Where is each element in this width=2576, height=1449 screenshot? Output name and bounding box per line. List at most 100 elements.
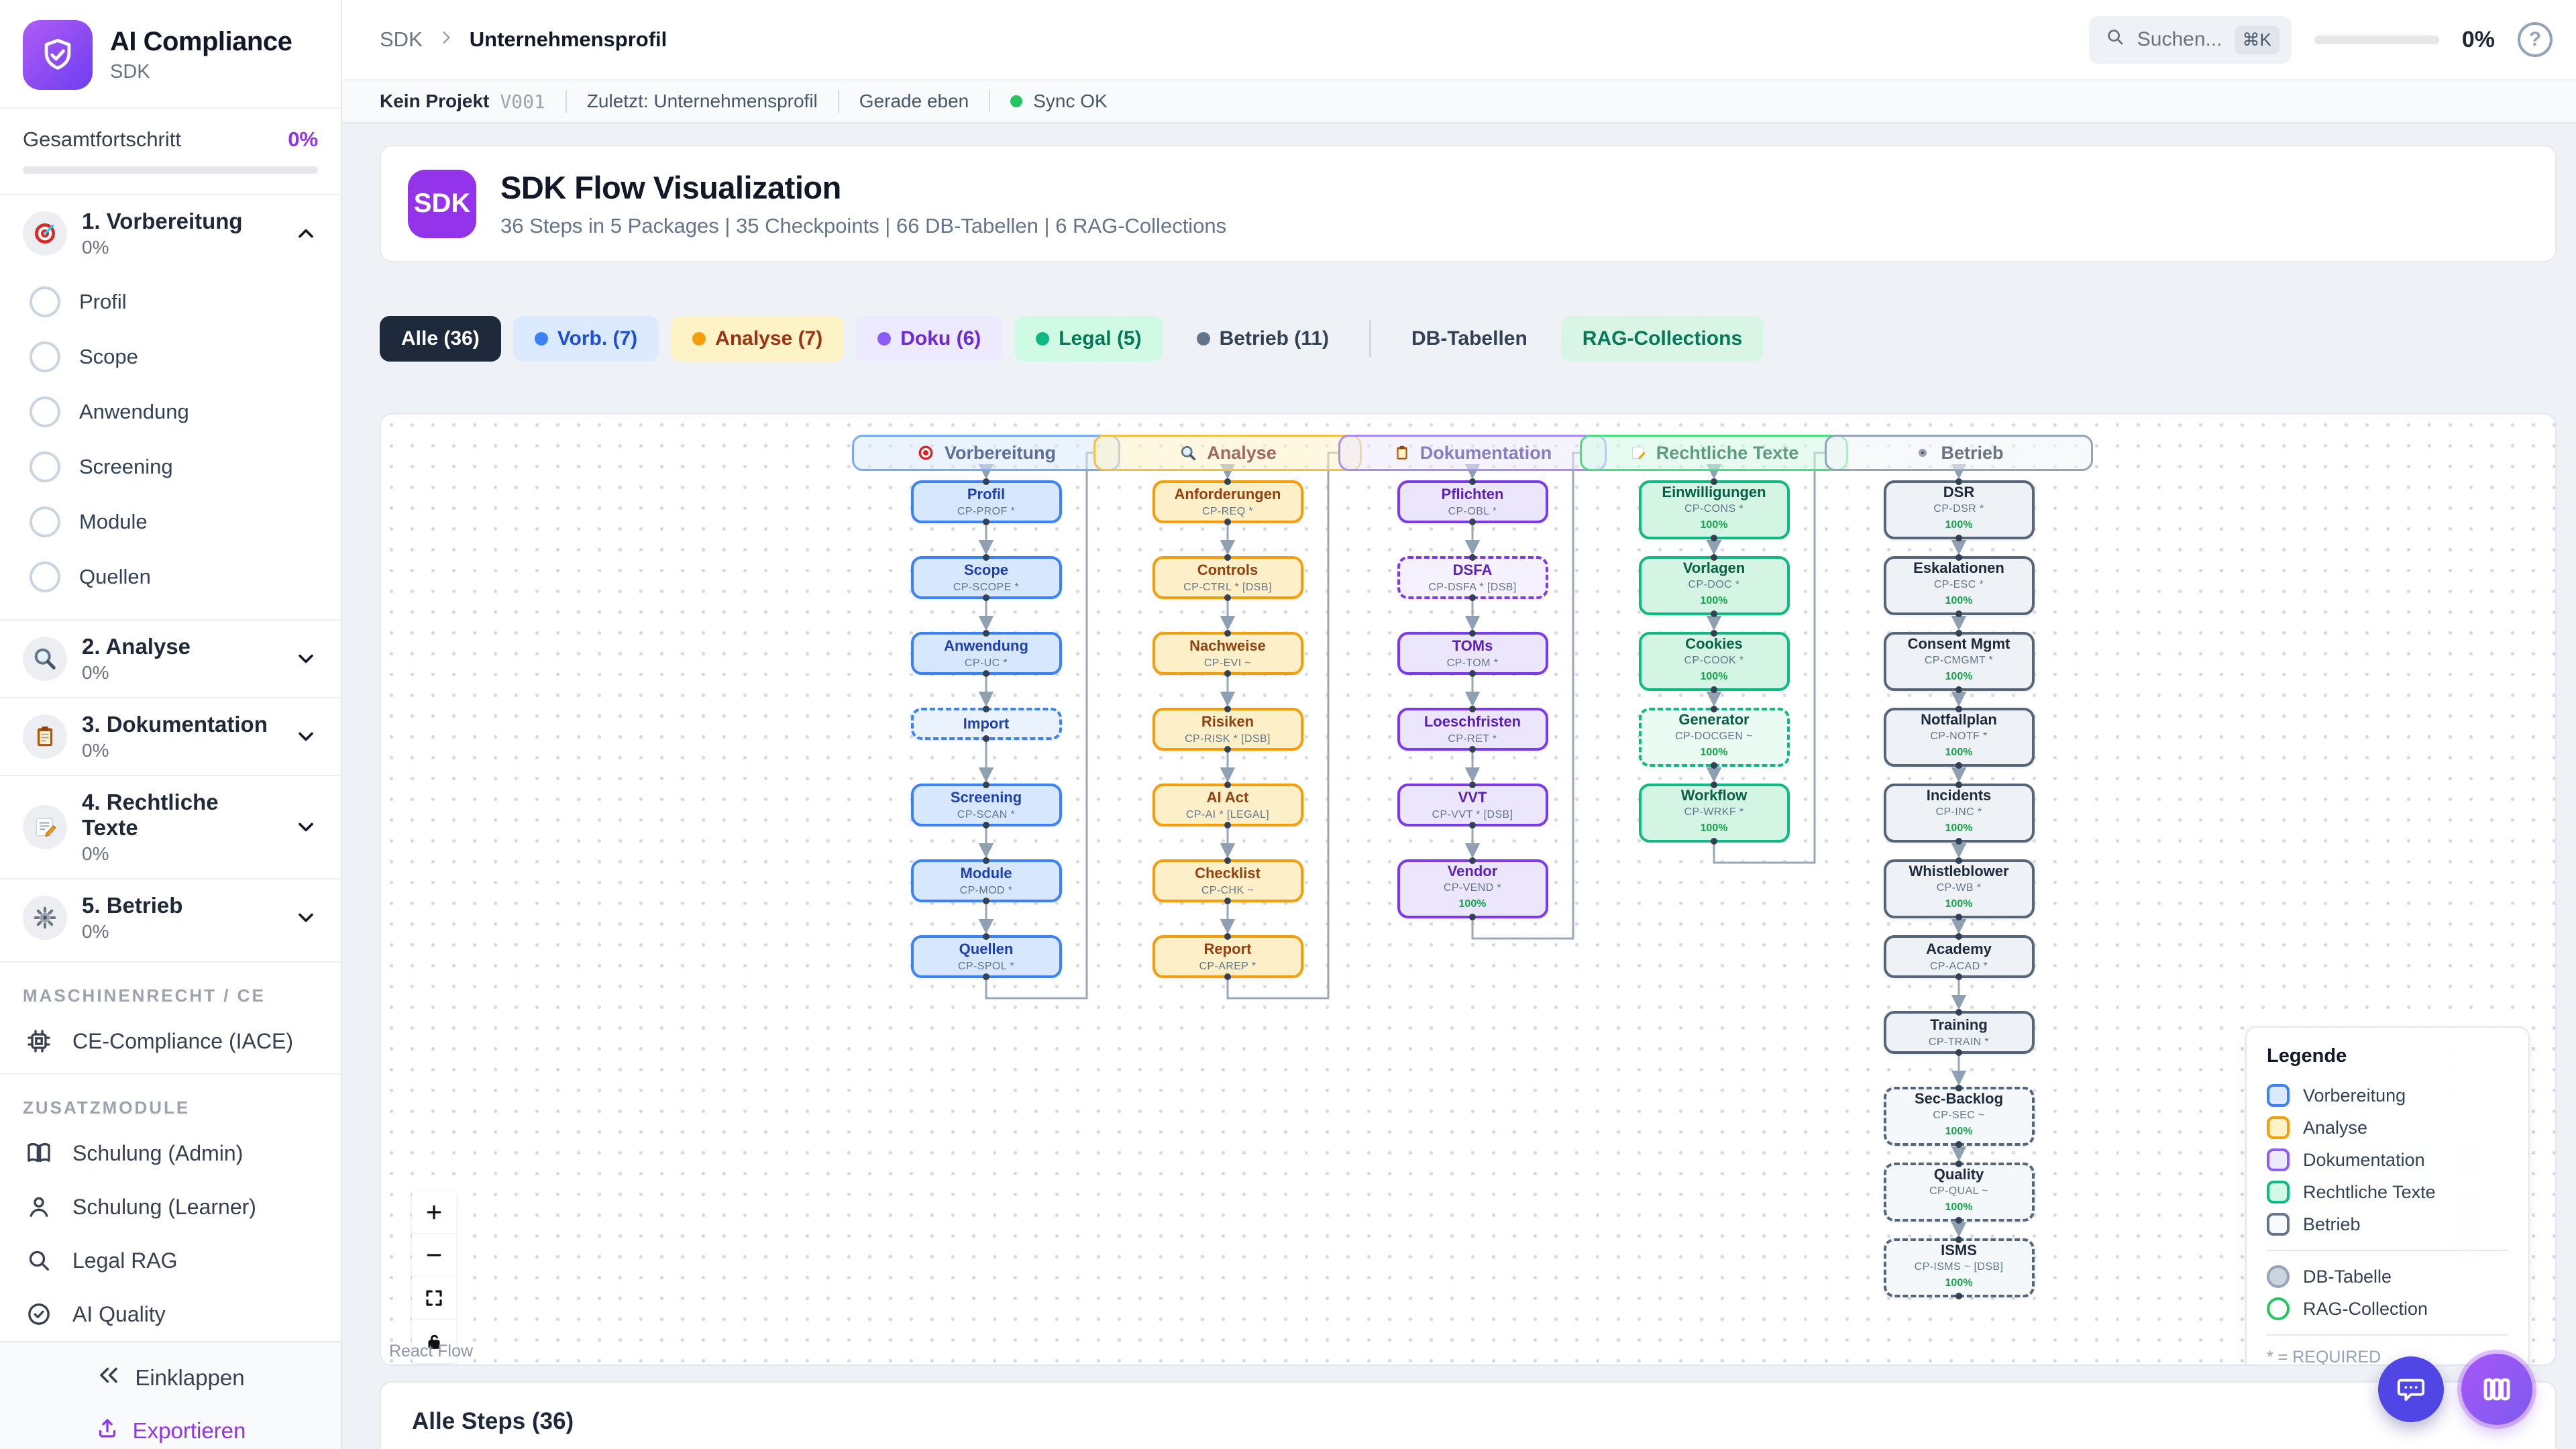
board-columns-button[interactable] [2461,1354,2532,1425]
node-handle-top[interactable] [983,933,989,940]
sidebar-item-schulung-admin[interactable]: Schulung (Admin) [0,1126,341,1180]
node-handle-top[interactable] [1469,706,1476,712]
node-handle-top[interactable] [1224,706,1231,712]
node-handle-bottom[interactable] [1224,519,1231,525]
node-handle-bottom[interactable] [1955,1049,1962,1056]
node-handle-top[interactable] [1955,782,1962,788]
sidebar-item-quellen[interactable]: Quellen [0,549,341,604]
node-handle-bottom[interactable] [983,519,989,525]
node-handle-top[interactable] [1224,857,1231,864]
node-handle-top[interactable] [1224,630,1231,637]
node-handle-top[interactable] [1955,1161,1962,1167]
filter-db-tabellen[interactable]: DB-Tabellen [1390,316,1549,362]
node-handle-top[interactable] [1711,478,1717,485]
node-handle-bottom[interactable] [1955,686,1962,693]
search-input[interactable]: Suchen... ⌘K [2088,15,2292,64]
node-handle-bottom[interactable] [1224,973,1231,980]
node-handle-bottom[interactable] [983,594,989,601]
node-handle-bottom[interactable] [1469,746,1476,753]
node-handle-bottom[interactable] [1955,973,1962,980]
node-handle-bottom[interactable] [1955,838,1962,845]
node-handle-bottom[interactable] [1224,822,1231,828]
sidebar-item-legal-rag[interactable]: Legal RAG [0,1234,341,1287]
node-handle-top[interactable] [1955,630,1962,637]
node-handle-top[interactable] [1955,1236,1962,1243]
node-handle-top[interactable] [1224,478,1231,485]
chat-button[interactable] [2378,1356,2444,1422]
breadcrumb-root[interactable]: SDK [380,28,423,51]
node-handle-top[interactable] [1955,1085,1962,1091]
node-handle-bottom[interactable] [1469,822,1476,828]
fit-view-button[interactable] [412,1277,456,1320]
node-handle-bottom[interactable] [983,898,989,904]
sidebar-item-profil[interactable]: Profil [0,274,341,329]
node-handle-bottom[interactable] [1469,914,1476,920]
export-button[interactable]: Exportieren [95,1416,246,1446]
node-handle-bottom[interactable] [1711,838,1717,845]
filter-rag-collections[interactable]: RAG-Collections [1560,316,1764,362]
collapse-sidebar-button[interactable]: Einklappen [96,1362,245,1393]
node-handle-top[interactable] [983,478,989,485]
sidebar-section-vorbereitung[interactable]: 1. Vorbereitung 0% [0,195,341,272]
filter-analyse[interactable]: Analyse (7) [671,316,845,362]
node-handle-bottom[interactable] [983,822,989,828]
zoom-out-button[interactable] [412,1234,456,1277]
package-header-vorbereitung[interactable]: Vorbereitung [852,435,1120,471]
sidebar-item-screening[interactable]: Screening [0,439,341,494]
react-flow-attribution[interactable]: React Flow [389,1342,474,1360]
node-handle-bottom[interactable] [1955,914,1962,920]
filter-betrieb[interactable]: Betrieb (11) [1175,316,1350,362]
node-handle-bottom[interactable] [983,670,989,677]
node-handle-top[interactable] [983,857,989,864]
node-handle-bottom[interactable] [1224,594,1231,601]
sidebar-item-ce-compliance[interactable]: CE-Compliance (IACE) [0,1014,341,1068]
node-handle-top[interactable] [1711,630,1717,637]
node-handle-top[interactable] [983,782,989,788]
node-handle-bottom[interactable] [1711,686,1717,693]
lock-button[interactable] [412,1320,456,1363]
sidebar-section-rechtliche-texte[interactable]: 4. Rechtliche Texte 0% [0,775,341,878]
node-handle-top[interactable] [983,706,989,712]
sidebar-section-betrieb[interactable]: 5. Betrieb 0% [0,878,341,956]
node-handle-top[interactable] [983,554,989,561]
filter-legal[interactable]: Legal (5) [1014,316,1163,362]
node-handle-top[interactable] [1224,554,1231,561]
node-handle-bottom[interactable] [1469,519,1476,525]
node-handle-top[interactable] [1469,782,1476,788]
node-handle-top[interactable] [1711,554,1717,561]
help-icon[interactable]: ? [2518,22,2553,57]
package-header-dokumentation[interactable]: Dokumentation [1338,435,1607,471]
node-handle-bottom[interactable] [1955,1293,1962,1299]
node-handle-bottom[interactable] [1955,1141,1962,1148]
sidebar-section-analyse[interactable]: 2. Analyse 0% [0,619,341,697]
package-header-analyse[interactable]: Analyse [1093,435,1362,471]
flow-node-import[interactable]: Import [910,706,1062,742]
node-handle-bottom[interactable] [1224,746,1231,753]
node-handle-bottom[interactable] [983,973,989,980]
